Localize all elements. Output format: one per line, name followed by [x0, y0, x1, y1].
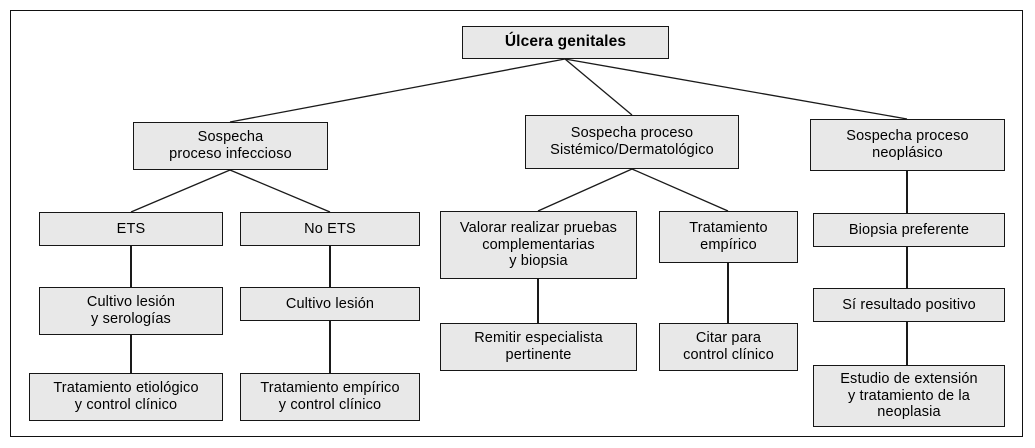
node-remitir-especialista: Remitir especialista pertinente [440, 323, 637, 371]
node-tratamiento-etiologico: Tratamiento etiológico y control clínico [29, 373, 223, 421]
node-tratamiento-empirico-ctrl: Tratamiento empírico y control clínico [240, 373, 420, 421]
node-tratamiento-empirico-sist: Tratamiento empírico [659, 211, 798, 263]
node-estudio-extension: Estudio de extensión y tratamiento de la… [813, 365, 1005, 427]
node-sospecha-neoplasico: Sospecha proceso neoplásico [810, 119, 1005, 171]
node-no-ets: No ETS [240, 212, 420, 246]
node-biopsia-preferente: Biopsia preferente [813, 213, 1005, 247]
node-ulcera-genitales: Úlcera genitales [462, 26, 669, 59]
node-valorar-pruebas: Valorar realizar pruebas complementarias… [440, 211, 637, 279]
node-cultivo-lesion: Cultivo lesión [240, 287, 420, 321]
node-cultivo-serologias: Cultivo lesión y serologías [39, 287, 223, 335]
node-citar-control: Citar para control clínico [659, 323, 798, 371]
node-sospecha-sistemico: Sospecha proceso Sistémico/Dermatológico [525, 115, 739, 169]
node-sospecha-infeccioso: Sospecha proceso infeccioso [133, 122, 328, 170]
node-si-resultado-positivo: Sí resultado positivo [813, 288, 1005, 322]
node-ets: ETS [39, 212, 223, 246]
